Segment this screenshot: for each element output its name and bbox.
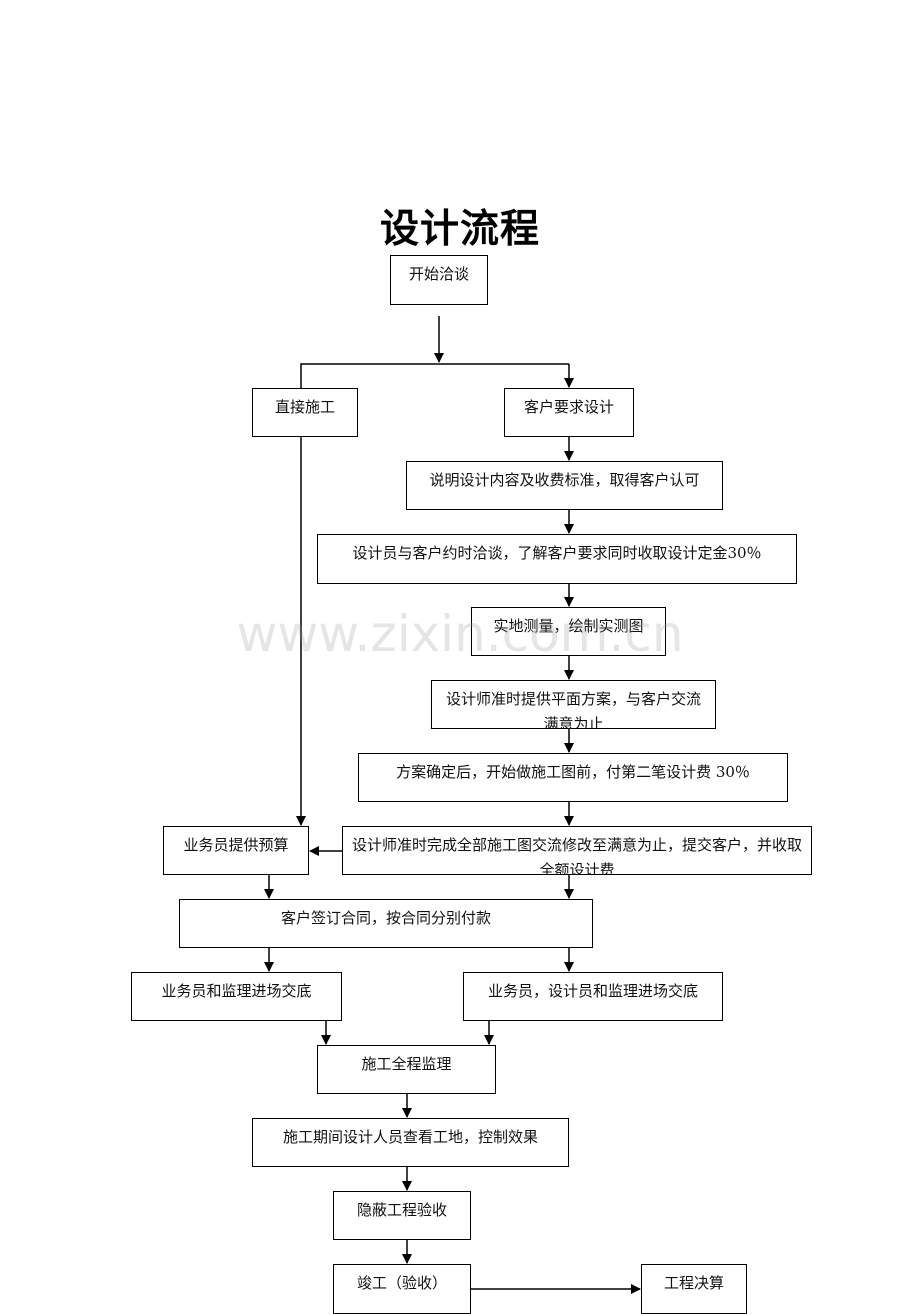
step-explain: 说明设计内容及收费标准，取得客户认可: [406, 461, 723, 510]
step-concealed: 隐蔽工程验收: [333, 1191, 471, 1240]
step-budget: 业务员提供预算: [163, 826, 309, 875]
step-drawings: 设计师准时完成全部施工图交流修改至满意为止，提交客户，并收取全额设计费: [342, 826, 812, 875]
step-second-payment: 方案确定后，开始做施工图前，付第二笔设计费 30％: [358, 753, 788, 802]
step-handover-a: 业务员和监理进场交底: [131, 972, 342, 1021]
step-client-design: 客户要求设计: [504, 388, 634, 437]
step-appointment: 设计员与客户约时洽谈，了解客户要求同时收取设计定金30％: [317, 534, 797, 584]
step-start: 开始洽谈: [390, 255, 488, 305]
step-settlement: 工程决算: [641, 1264, 747, 1314]
page-title: 设计流程: [379, 207, 540, 252]
step-plan: 设计师准时提供平面方案，与客户交流满意为止: [431, 680, 716, 729]
step-completion: 竣工（验收）: [333, 1264, 471, 1314]
step-contract: 客户签订合同，按合同分别付款: [179, 899, 593, 948]
step-direct-build: 直接施工: [252, 388, 358, 437]
step-site-check: 施工期间设计人员查看工地，控制效果: [252, 1118, 569, 1167]
step-handover-b: 业务员，设计员和监理进场交底: [463, 972, 723, 1021]
step-supervision: 施工全程监理: [317, 1045, 496, 1094]
step-survey: 实地测量，绘制实测图: [471, 607, 666, 656]
